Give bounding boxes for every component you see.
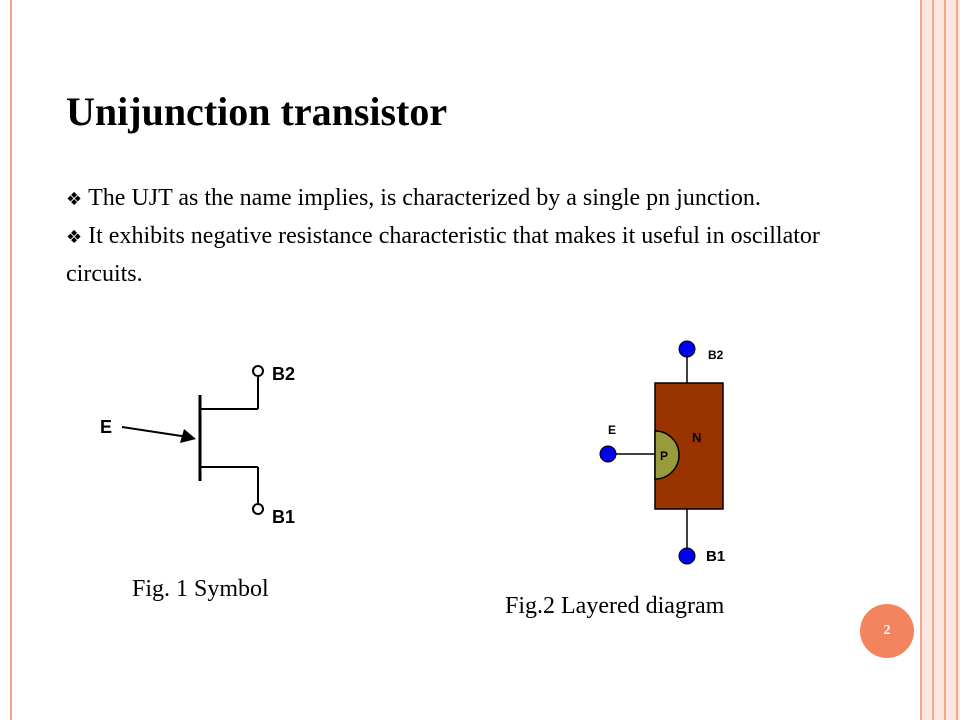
emitter-arrow: [180, 429, 196, 443]
b1-terminal: [252, 503, 264, 515]
p-region: [654, 430, 680, 480]
layer-label-b1: B1: [706, 548, 725, 565]
layer-label-p: P: [660, 449, 668, 463]
emitter-lead: [121, 426, 189, 438]
symbol-label-b1: B1: [272, 507, 295, 527]
page-number-badge: 2: [860, 604, 914, 658]
right-frame-stripes: [918, 0, 960, 720]
diamond-bullet-icon: ❖: [66, 189, 83, 210]
symbol-label-b2: B2: [272, 364, 295, 384]
layer-label-e: E: [608, 423, 616, 437]
bullet-item: ❖It exhibits negative resistance charact…: [66, 218, 856, 292]
layer-label-b2: B2: [708, 348, 724, 362]
figure1-caption: Fig. 1 Symbol: [132, 576, 269, 602]
bullet-text: The UJT as the name implies, is characte…: [88, 185, 761, 211]
figure2-caption: Fig.2 Layered diagram: [505, 593, 725, 619]
layer-label-n: N: [692, 430, 701, 445]
bullet-item: ❖The UJT as the name implies, is charact…: [66, 180, 856, 218]
bullet-text: It exhibits negative resistance characte…: [66, 223, 820, 287]
ujt-layered-diagram: B2 P N E B1: [599, 340, 725, 565]
b2-terminal-dot: [678, 340, 696, 358]
b1-terminal-dot: [678, 547, 696, 565]
bullet-list: ❖The UJT as the name implies, is charact…: [66, 180, 856, 292]
ujt-symbol-diagram: E B2 B1: [100, 364, 295, 527]
diamond-bullet-icon: ❖: [66, 227, 83, 248]
slide-title: Unijunction transistor: [66, 89, 448, 134]
b2-terminal: [252, 365, 264, 377]
symbol-label-e: E: [100, 417, 112, 437]
e-terminal-dot: [599, 445, 617, 463]
left-frame-line: [10, 0, 12, 720]
